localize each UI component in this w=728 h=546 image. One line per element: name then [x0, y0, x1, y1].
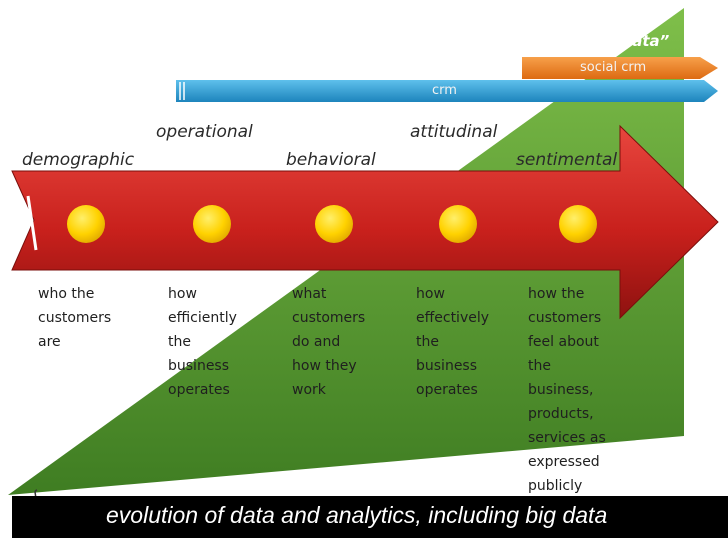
- stage-description-attitudinal: how effectively the business operates: [416, 286, 490, 398]
- stage-dot: [315, 205, 353, 243]
- caption-text: evolution of data and analytics, includi…: [106, 502, 608, 528]
- stage-description-demographic: who the customers are: [38, 286, 112, 350]
- stage-description-sentimental: how the customers feel about the busines…: [528, 286, 606, 494]
- stage-heading-operational: operational: [156, 122, 253, 142]
- social-crm-bar: [522, 57, 718, 79]
- stage-heading-sentimental: sentimental: [516, 150, 618, 170]
- stage-dot: [559, 205, 597, 243]
- stage-dot: [193, 205, 231, 243]
- stage-dot: [67, 205, 105, 243]
- red-arrow: [11, 124, 719, 320]
- stage-description-operational: how efficiently the business operates: [168, 286, 237, 398]
- stage-heading-demographic: demographic: [22, 150, 135, 170]
- stage-description-behavioral: what customers do and how they work: [292, 286, 366, 398]
- crm-bar: [176, 80, 718, 102]
- crm-label: crm: [432, 83, 457, 98]
- stage-heading-attitudinal: attitudinal: [410, 122, 498, 142]
- big-data-label: “big data”: [580, 32, 670, 50]
- arrow-notch-highlight: [26, 195, 38, 251]
- social-crm-label: social crm: [580, 60, 647, 75]
- caption-band: evolution of data and analytics, includi…: [12, 496, 728, 538]
- stage-heading-behavioral: behavioral: [286, 150, 376, 170]
- stage-dot: [439, 205, 477, 243]
